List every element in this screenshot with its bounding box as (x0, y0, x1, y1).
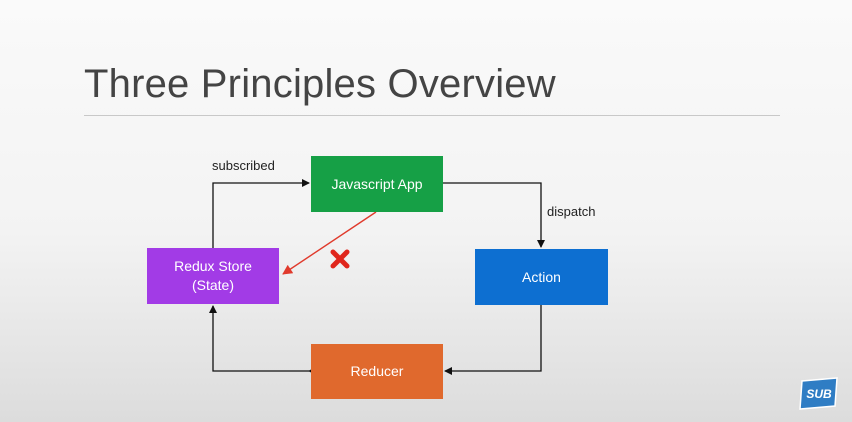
redux-store-node: Redux Store (State) (147, 248, 279, 304)
subscribed-label: subscribed (212, 158, 275, 173)
javascript-app-node: Javascript App (311, 156, 443, 212)
slide-title: Three Principles Overview (84, 62, 556, 106)
javascript-app-label: Javascript App (331, 175, 423, 192)
edge-store-reducer (209, 305, 316, 375)
edge-store-to-app (212, 179, 310, 248)
reducer-node: Reducer (311, 344, 443, 399)
action-label: Action (522, 268, 561, 285)
red-x-icon (330, 249, 350, 269)
edge-action-to-reducer (444, 305, 542, 375)
redux-store-label: Redux Store (174, 258, 252, 274)
dispatch-label: dispatch (547, 204, 596, 219)
sub-badge[interactable]: SUB (799, 377, 839, 411)
edge-app-to-store-forbidden (282, 211, 377, 275)
title-divider (84, 115, 780, 116)
edge-app-to-action (443, 182, 545, 248)
sub-badge-shape (799, 377, 838, 410)
reducer-label: Reducer (350, 363, 404, 379)
action-node: Action (475, 249, 608, 305)
redux-store-state-label: (State) (191, 277, 234, 293)
sub-badge-label: SUB (806, 387, 832, 401)
